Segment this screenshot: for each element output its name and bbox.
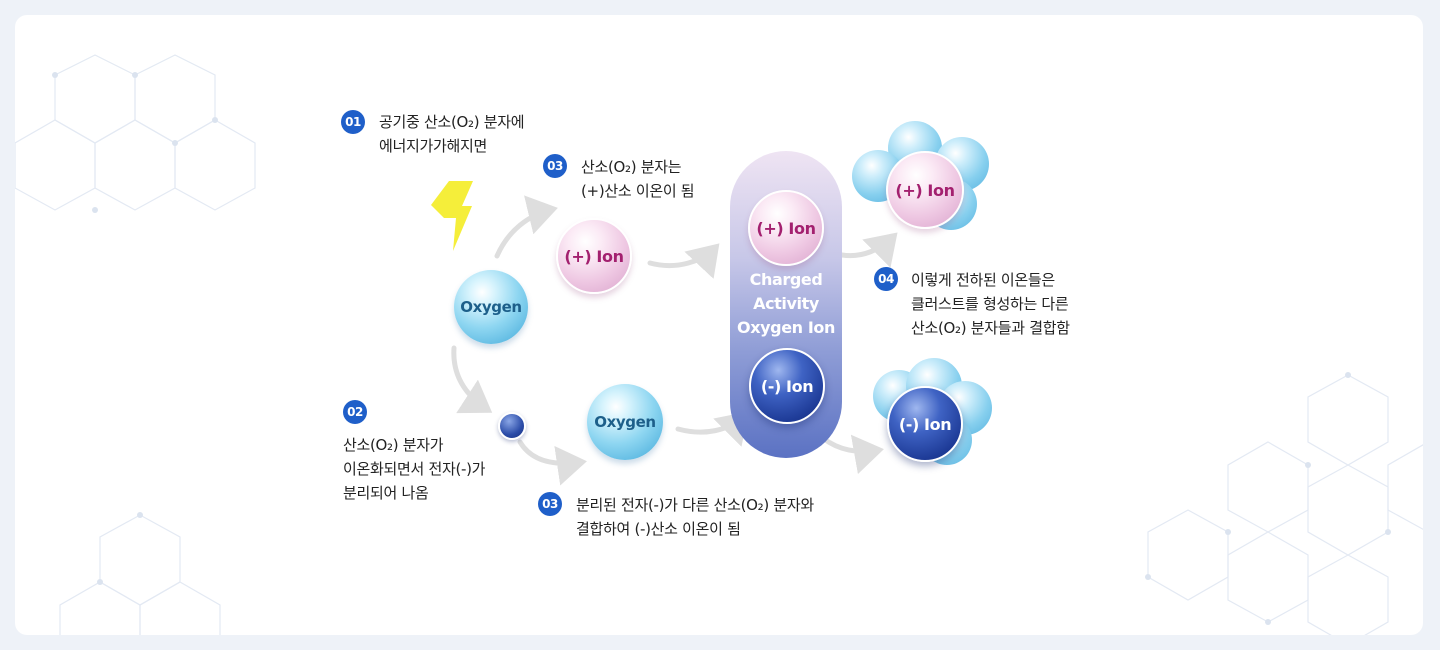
- oxygen-molecule: Oxygen: [454, 270, 528, 344]
- column-negative-ion: (-) Ion: [749, 348, 825, 424]
- hexagon-background: [15, 54, 1423, 635]
- column-positive-ion: (+) Ion: [748, 190, 824, 266]
- column-label: Charged Activity Oxygen Ion: [737, 270, 835, 337]
- electron-icon: [498, 412, 526, 440]
- step-04-text: 이렇게 전하된 이온들은 클러스트를 형성하는 다른 산소(O₂) 분자들과 결…: [911, 271, 1070, 337]
- step-03b-text: 분리된 전자(-)가 다른 산소(O₂) 분자와 결합하여 (-)산소 이온이 …: [576, 496, 814, 538]
- positive-ion: (+) Ion: [556, 218, 632, 294]
- diagram-card: [15, 15, 1423, 635]
- step-01-text: 공기중 산소(O₂) 분자에 에너지가가해지면: [379, 113, 525, 155]
- step-03b-badge: 03: [538, 492, 562, 516]
- step-03a-badge: 03: [543, 154, 567, 178]
- oxygen-molecule-second: Oxygen: [587, 384, 663, 460]
- cluster-negative-ion: (-) Ion: [887, 386, 963, 462]
- step-03a-text: 산소(O₂) 분자는 (+)산소 이온이 됨: [581, 158, 695, 200]
- step-02-text: 산소(O₂) 분자가 이온화되면서 전자(-)가 분리되어 나옴: [343, 436, 486, 502]
- step-02-badge: 02: [343, 400, 367, 424]
- step-04-badge: 04: [874, 267, 898, 291]
- cluster-positive-ion: (+) Ion: [886, 151, 964, 229]
- step-01-badge: 01: [341, 110, 365, 134]
